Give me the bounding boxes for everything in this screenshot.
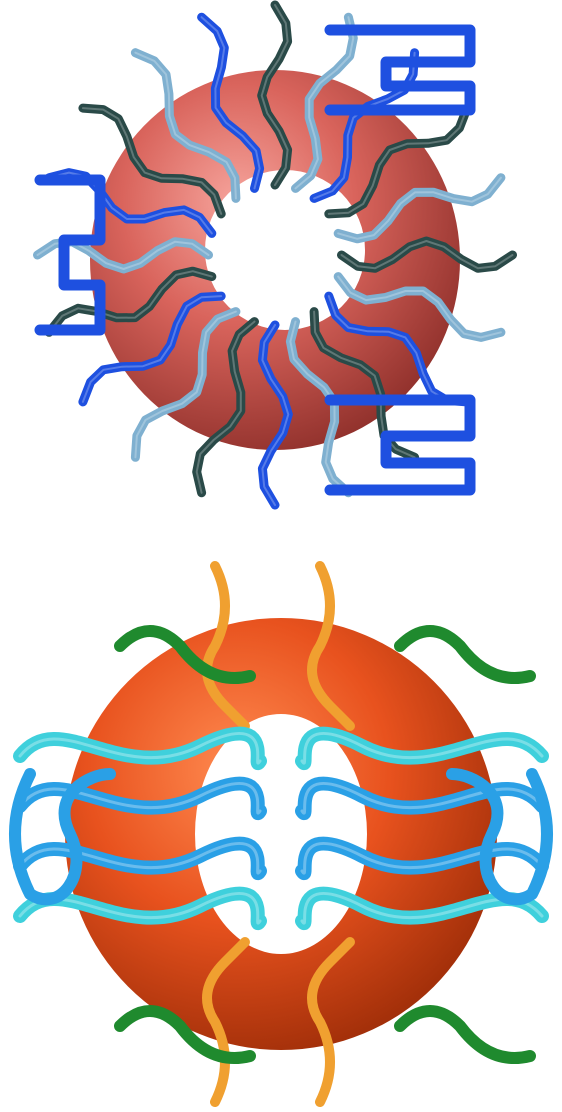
top-torus-diagram	[0, 0, 562, 540]
bottom-panel	[0, 556, 562, 1112]
top-panel	[0, 0, 562, 540]
bottom-torus-diagram	[0, 556, 562, 1112]
green-loop	[400, 1011, 530, 1058]
bottom-torus	[65, 618, 497, 1050]
